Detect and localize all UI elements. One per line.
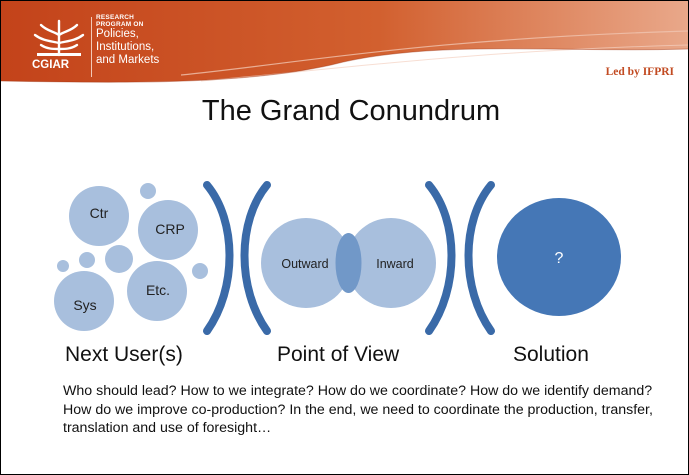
label-solution: Solution <box>513 343 589 366</box>
conundrum-diagram: Ctr CRP Sys Etc. Outward Inward ? <box>54 181 621 335</box>
venn-label-outward: Outward <box>281 257 328 271</box>
venn-outward <box>261 218 351 308</box>
solution-question-mark: ? <box>555 250 564 267</box>
solution-circle <box>497 198 621 316</box>
header-banner <box>1 1 688 83</box>
left-paren-1 <box>240 181 271 335</box>
bubble-ctr <box>69 186 129 246</box>
logo-divider <box>91 17 92 77</box>
bubble-label-crp: CRP <box>155 221 185 237</box>
program-name: RESEARCH PROGRAM ON Policies, Institutio… <box>96 14 159 66</box>
body-text: Who should lead? How to we integrate? Ho… <box>63 383 653 436</box>
led-by-text: Led by IFPRI <box>605 66 674 78</box>
small-bubble <box>79 252 95 268</box>
program-line-3: and Markets <box>96 53 160 66</box>
venn-overlap-shape <box>335 233 362 293</box>
left-paren-2 <box>464 181 495 335</box>
bubble-label-ctr: Ctr <box>90 205 109 221</box>
cgiar-logo-icon <box>33 19 85 57</box>
cgiar-wordmark: CGIAR <box>32 59 70 71</box>
small-bubble <box>57 260 69 272</box>
program-small-2: PROGRAM ON <box>96 21 144 29</box>
right-paren-1 <box>203 181 234 335</box>
program-line-1: Policies, <box>96 28 139 41</box>
bubble-etc <box>127 261 187 321</box>
label-next-users: Next User(s) <box>65 343 183 366</box>
label-point-of-view: Point of View <box>277 343 400 366</box>
program-small-1: RESEARCH <box>96 14 135 21</box>
bubble-sys <box>54 271 114 331</box>
right-paren-2 <box>425 181 456 335</box>
bubble-label-etc: Etc. <box>146 282 170 298</box>
small-bubble <box>140 183 156 199</box>
bubble-crp <box>138 200 198 260</box>
venn-label-inward: Inward <box>376 257 414 271</box>
bubble-label-sys: Sys <box>73 297 96 313</box>
program-line-2: Institutions, <box>96 40 155 53</box>
slide-title: The Grand Conundrum <box>201 95 501 127</box>
small-bubble <box>192 263 208 279</box>
venn-inward <box>346 218 436 308</box>
small-bubble <box>105 245 133 273</box>
